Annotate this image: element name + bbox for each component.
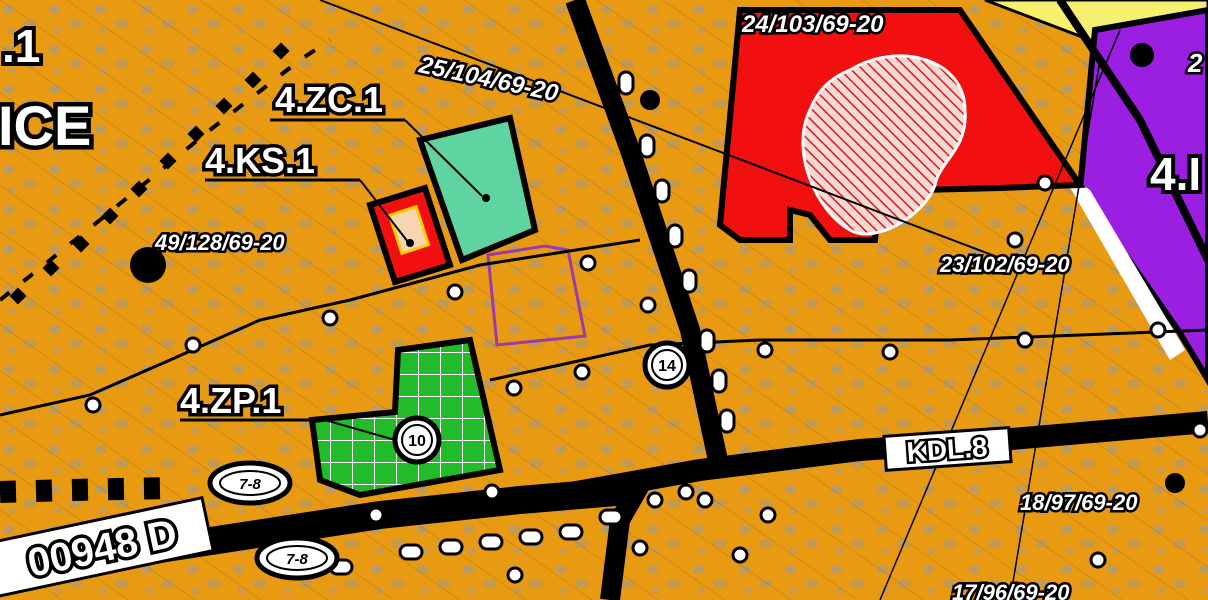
ks-inner — [387, 204, 431, 256]
circle-number-14: 14 — [642, 340, 692, 390]
zone-label-left-top: .1 — [2, 20, 40, 72]
highlighted-parcel-outline[interactable] — [486, 244, 587, 347]
oval-number-7-8-a-label: 7-8 — [239, 476, 261, 493]
parcel-code-49-128: 49/128/69-20 — [154, 230, 285, 255]
utility-marker-icons — [84, 174, 1208, 584]
road-oval-markers — [328, 70, 736, 576]
zone-label-ks-text: 4.KS.1 — [205, 140, 315, 181]
parcel-code-23-102: 23/102/69-20 — [939, 252, 1070, 277]
circle-marker-icon — [1165, 473, 1185, 493]
greenery-zc-parcel[interactable] — [416, 114, 539, 264]
circle-marker-icon — [640, 90, 660, 110]
boundary-marker-icons — [9, 42, 290, 305]
oval-number-7-8-b-label: 7-8 — [286, 551, 308, 568]
red-hatched-area — [801, 54, 967, 236]
main-road-vertical — [565, 0, 730, 473]
main-road-kdl — [558, 411, 1208, 506]
zone-label-zc-text: 4.ZC.1 — [275, 79, 383, 120]
power-line-1 — [319, 0, 1001, 259]
oval-number-7-8-a: 7-8 — [207, 460, 293, 506]
road-railway-left — [0, 38, 332, 302]
circle-number-14-label: 14 — [658, 358, 676, 375]
parcel-code-18-97: 18/97/69-20 — [1020, 490, 1138, 515]
parcel-code-24-103: 24/103/69-20 — [741, 11, 884, 38]
circle-marker-icon — [130, 247, 166, 283]
zone-label-zp: 4.ZP.1 — [177, 377, 396, 441]
greenery-zp-parcel[interactable] — [308, 336, 504, 499]
zone-label-zp-text: 4.ZP.1 — [180, 380, 281, 421]
parcel-code-17-96: 17/96/69-20 — [952, 580, 1070, 600]
white-strip — [1060, 170, 1185, 360]
zone-label-ks: 4.KS.1 — [202, 137, 409, 243]
circle-number-10-label: 10 — [408, 433, 426, 450]
circle-marker-icon — [1130, 43, 1154, 67]
power-line-2 — [879, 29, 1121, 600]
zone-label-left-mid: ICE — [0, 94, 91, 157]
zone-label-zc: 4.ZC.1 — [270, 76, 483, 197]
road-label-kdl-text: KDL.8 — [906, 431, 989, 468]
road-right-diagonal — [1056, 0, 1208, 262]
circle-number-10: 10 — [392, 415, 442, 465]
power-line-3 — [1009, 59, 1101, 600]
boundary-line-1 — [0, 238, 641, 417]
oval-number-7-8-b: 7-8 — [254, 535, 340, 581]
parcel-code-right-edge: 2 — [1187, 48, 1203, 78]
zc-point — [482, 194, 490, 202]
zone-label-right-edge: 4.I — [1150, 148, 1201, 200]
road-label-kdl: KDL.8 — [882, 426, 1013, 472]
